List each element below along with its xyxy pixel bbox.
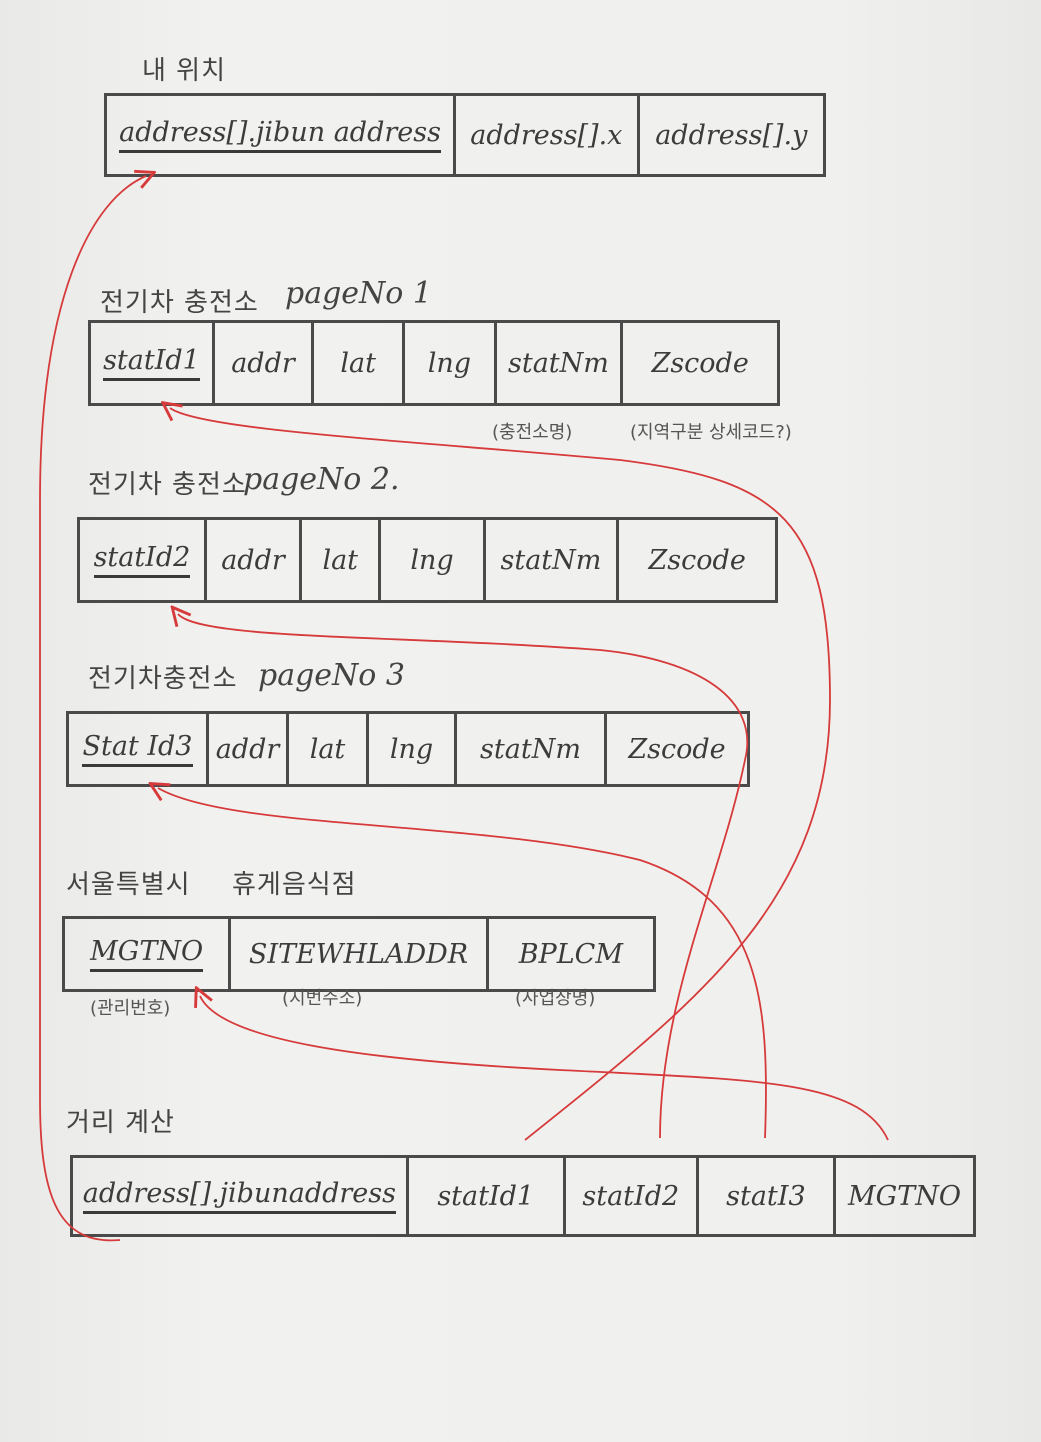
cell-stati3: statI3: [699, 1158, 836, 1234]
seoul-rest-subtitle: 휴게음식점: [232, 870, 357, 900]
cell-lat: lat: [302, 520, 382, 600]
cell-lat: lat: [289, 714, 369, 784]
distance-table: address[].jibunaddress statId1 statId2 s…: [70, 1155, 976, 1237]
cell-lat: lat: [314, 323, 406, 403]
ev-page1-title: 전기차 충전소: [100, 288, 259, 318]
cell-lng: lng: [405, 323, 497, 403]
cell-zscode: Zscode: [648, 544, 746, 576]
note-bplcm: (사업장명): [515, 988, 596, 1009]
cell-address-x: address[].x: [456, 96, 640, 174]
arrow-statid2: [178, 614, 749, 1139]
note-jibun: (지번주소): [282, 988, 363, 1009]
cell-statnm: statNm: [457, 714, 607, 784]
cell-lng: lng: [381, 520, 486, 600]
distance-title: 거리 계산: [66, 1108, 175, 1138]
ev-page2-pageno: pageNo 2.: [243, 462, 400, 497]
ev-page2-table: statId2 addr lat lng statNm Zscode: [77, 517, 778, 603]
note-statnm: (충전소명): [492, 422, 573, 443]
arrow-statid1: [170, 408, 831, 1141]
ev-page1-table: statId1 addr lat lng statNm Zscode: [88, 320, 780, 406]
cell-address-y: address[].y: [655, 119, 808, 151]
cell-statnm: statNm: [497, 323, 624, 403]
cell-statid2: statId2: [80, 520, 207, 600]
ev-page2-title: 전기차 충전소: [88, 470, 247, 500]
cell-statnm: statNm: [486, 520, 620, 600]
note-zscode: (지역구분 상세코드?): [630, 422, 792, 443]
ev-page3-title: 전기차충전소: [88, 664, 238, 694]
note-mgtno: (관리번호): [90, 998, 171, 1019]
cell-statid2: statId2: [566, 1158, 699, 1234]
my-location-table: address[].jibun address address[].x addr…: [104, 93, 826, 177]
cell-statid3: Stat Id3: [69, 714, 209, 784]
cell-addr: addr: [215, 323, 315, 403]
ev-page1-pageno: pageNo 1: [285, 276, 432, 311]
arrow-stati3: [158, 788, 767, 1139]
cell-jibunaddress: address[].jibunaddress: [73, 1158, 409, 1234]
seoul-rest-title: 서울특별시: [66, 870, 191, 900]
seoul-rest-table: MGTNO SITEWHLADDR BPLCM: [62, 916, 656, 992]
cell-mgtno: MGTNO: [847, 1180, 961, 1212]
ev-page3-table: Stat Id3 addr lat lng statNm Zscode: [66, 711, 750, 787]
cell-addr: addr: [207, 520, 303, 600]
my-location-title: 내 위치: [142, 56, 227, 86]
cell-statid1: statId1: [409, 1158, 566, 1234]
cell-addr: addr: [209, 714, 289, 784]
ev-page3-pageno: pageNo 3: [258, 658, 405, 693]
cell-statid1: statId1: [91, 323, 215, 403]
cell-zscode: Zscode: [651, 347, 749, 379]
cell-lng: lng: [369, 714, 457, 784]
cell-mgtno: MGTNO: [65, 919, 232, 989]
cell-jibun-address: address[].jibun address: [107, 96, 457, 174]
cell-zscode: Zscode: [628, 733, 726, 765]
cell-bplcm: BPLCM: [518, 938, 623, 970]
arrow-mgtno: [200, 996, 889, 1141]
arrow-address: [39, 176, 146, 1242]
cell-sitewhladdr: SITEWHLADDR: [231, 919, 489, 989]
